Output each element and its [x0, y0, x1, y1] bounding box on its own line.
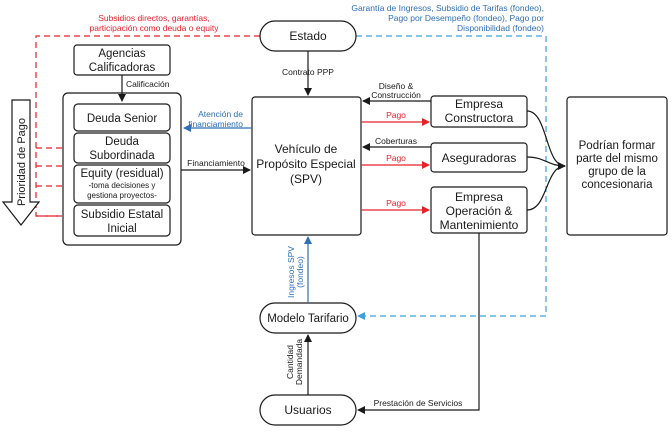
- subsidios-label-1: Subsidios directos, garantías,: [98, 13, 210, 23]
- diseno-label-2: Construcción: [371, 90, 421, 100]
- pago-label-1: Pago: [386, 110, 406, 120]
- constructora-label-1: Empresa: [455, 97, 503, 111]
- agencias-label-1: Agencias: [98, 48, 146, 60]
- arrow-operacion-to-usuarios: [357, 233, 480, 414]
- cantidad-label-2: Demandada: [294, 339, 304, 386]
- garantia-label-3: Disponibilidad (fondeo): [457, 23, 544, 33]
- equity-label-3: gestiona proyectos-: [87, 191, 157, 200]
- aseguradoras-label: Aseguradoras: [442, 151, 517, 165]
- prioridad-pago-arrow: [1, 99, 41, 226]
- atencion-label-2: financiamiento: [188, 119, 243, 129]
- prestacion-label: Prestación de Servicios: [374, 398, 463, 408]
- subsidio-label-2: Inicial: [107, 223, 136, 235]
- pago-label-3: Pago: [386, 198, 406, 208]
- atencion-label-1: Atención de: [198, 109, 243, 119]
- ingresos-label-2: (fondeo): [295, 256, 305, 288]
- pago-label-2: Pago: [386, 153, 406, 163]
- spv-node: [251, 96, 362, 236]
- concesionaria-label-4: concesionaria: [582, 179, 654, 191]
- subsidio-label-1: Subsidio Estatal: [81, 209, 163, 221]
- prioridad-pago-label: Prioridad de Pago: [16, 118, 28, 206]
- constructora-label-2: Constructora: [445, 111, 514, 125]
- calificacion-label: Calificación: [126, 79, 170, 89]
- deuda-sub-label-2: Subordinada: [89, 150, 155, 162]
- garantia-label-2: Pago por Desempeño (fondeo), Pago por: [388, 13, 544, 23]
- concesionaria-label-2: parte del mismo: [576, 153, 658, 165]
- subsidios-label-2: participación como deuda o equity: [90, 23, 220, 33]
- deuda-senior-node: [73, 103, 171, 132]
- financiamiento-label: Financiamiento: [187, 158, 245, 168]
- concesionaria-label-3: grupo de la: [588, 166, 646, 178]
- equity-label-1: Equity (residual): [80, 168, 163, 180]
- curve-operacion-to-concesionaria: [526, 165, 566, 211]
- modelo-tarifario-label: Modelo Tarifario: [267, 313, 349, 325]
- estado-label: Estado: [289, 29, 327, 43]
- concesionaria-label-1: Podrían formar: [579, 140, 656, 152]
- curve-aseguradoras-to-concesionaria: [526, 156, 566, 167]
- spv-label-2: Propósito Especial: [256, 157, 355, 171]
- curve-constructora-to-concesionaria: [526, 110, 566, 170]
- dashed-blue-line-garantias: [356, 35, 547, 320]
- contrato-ppp-label: Contrato PPP: [282, 67, 334, 77]
- subsidio-estatal-node: [73, 204, 171, 237]
- operacion-label-2: Operación &: [446, 204, 513, 218]
- agencias-label-2: Calificadoras: [89, 62, 156, 74]
- equity-label-2: -toma decisiones y: [89, 181, 156, 190]
- operacion-label-3: Mantenimiento: [440, 218, 519, 232]
- spv-label-3: (SPV): [290, 172, 322, 186]
- deuda-senior-label: Deuda Senior: [87, 113, 157, 125]
- deuda-subordinada-node: [73, 132, 171, 164]
- garantia-label-1: Garantía de Ingresos, Subsidio de Tarifa…: [351, 3, 544, 13]
- equity-node: [73, 164, 171, 204]
- coberturas-label: Coberturas: [375, 136, 417, 146]
- cantidad-label-1: Cantidad: [285, 345, 295, 379]
- deuda-sub-label-1: Deuda: [105, 136, 139, 148]
- spv-label-1: Vehículo de: [275, 142, 338, 156]
- diseno-label-1: Diseño &: [379, 81, 414, 91]
- concesionaria-node: [566, 96, 668, 236]
- usuarios-label: Usuarios: [284, 403, 331, 417]
- ingresos-label-1: Ingresos SPV: [286, 246, 296, 298]
- operacion-label-1: Empresa: [455, 190, 503, 204]
